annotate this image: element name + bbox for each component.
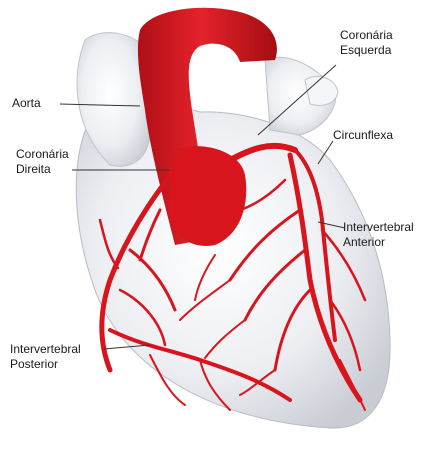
label-intervertebral-posterior-line1: Intervertebral [10, 342, 81, 357]
label-intervertebral-anterior: Intervertebral Anterior [343, 220, 414, 250]
label-coronaria-direita-line1: Coronária [16, 147, 69, 162]
label-aorta: Aorta [12, 96, 41, 111]
label-intervertebral-anterior-line2: Anterior [343, 235, 414, 250]
label-intervertebral-posterior: Intervertebral Posterior [10, 342, 81, 372]
label-circunflexa: Circunflexa [333, 128, 393, 143]
label-coronaria-esquerda-line2: Esquerda [340, 43, 393, 58]
label-coronaria-direita: Coronária Direita [16, 147, 69, 177]
pulmonary-stub [305, 76, 338, 105]
label-intervertebral-posterior-line2: Posterior [10, 357, 81, 372]
label-intervertebral-anterior-line1: Intervertebral [343, 220, 414, 235]
label-coronaria-direita-line2: Direita [16, 162, 69, 177]
label-coronaria-esquerda-line1: Coronária [340, 28, 393, 43]
label-coronaria-esquerda: Coronária Esquerda [340, 28, 393, 58]
